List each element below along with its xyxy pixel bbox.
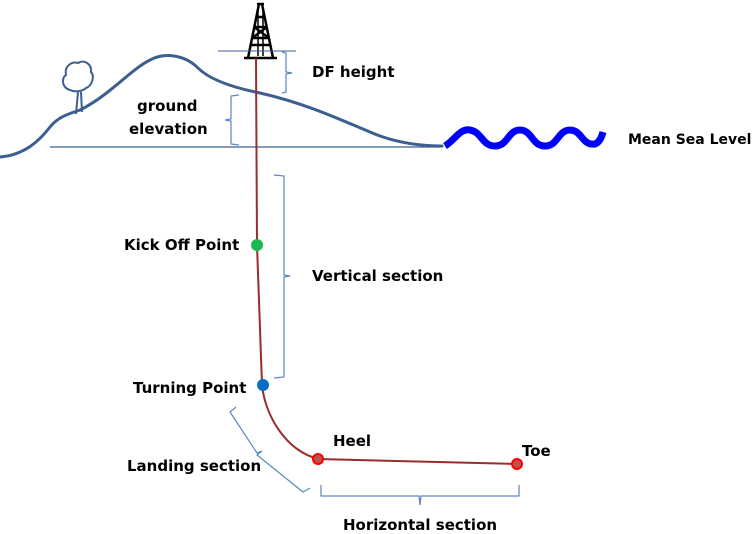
water-waves-icon (443, 126, 607, 150)
landing-section-label: Landing section (127, 457, 262, 475)
well-trajectory (255, 57, 518, 465)
tree-icon (61, 60, 94, 115)
kick-off-point-label: Kick Off Point (124, 236, 240, 254)
kick-off-point-marker (251, 239, 263, 251)
toe-marker (511, 458, 523, 470)
mean-sea-level-label: Mean Sea Level (628, 132, 752, 148)
df-height-label: DF height (312, 63, 395, 81)
heel-label: Heel (333, 432, 372, 450)
drilling-rig-icon (244, 2, 277, 60)
df-height-bracket (281, 51, 293, 94)
vertical-section-bracket (273, 174, 291, 379)
horizontal-section-label: Horizontal section (343, 516, 498, 534)
landing-section-bracket (229, 406, 311, 493)
turning-point-marker (257, 379, 269, 391)
toe-label: Toe (522, 442, 551, 460)
ground-elevation-label-line1: ground (137, 97, 198, 115)
ground-elevation-label-line2: elevation (129, 120, 208, 138)
vertical-section-label: Vertical section (312, 267, 444, 285)
hill-terrain (0, 54, 444, 159)
heel-marker (312, 453, 324, 465)
turning-point-label: Turning Point (133, 379, 247, 397)
ground-elevation-bracket (224, 94, 240, 146)
horizontal-section-bracket (320, 485, 520, 506)
